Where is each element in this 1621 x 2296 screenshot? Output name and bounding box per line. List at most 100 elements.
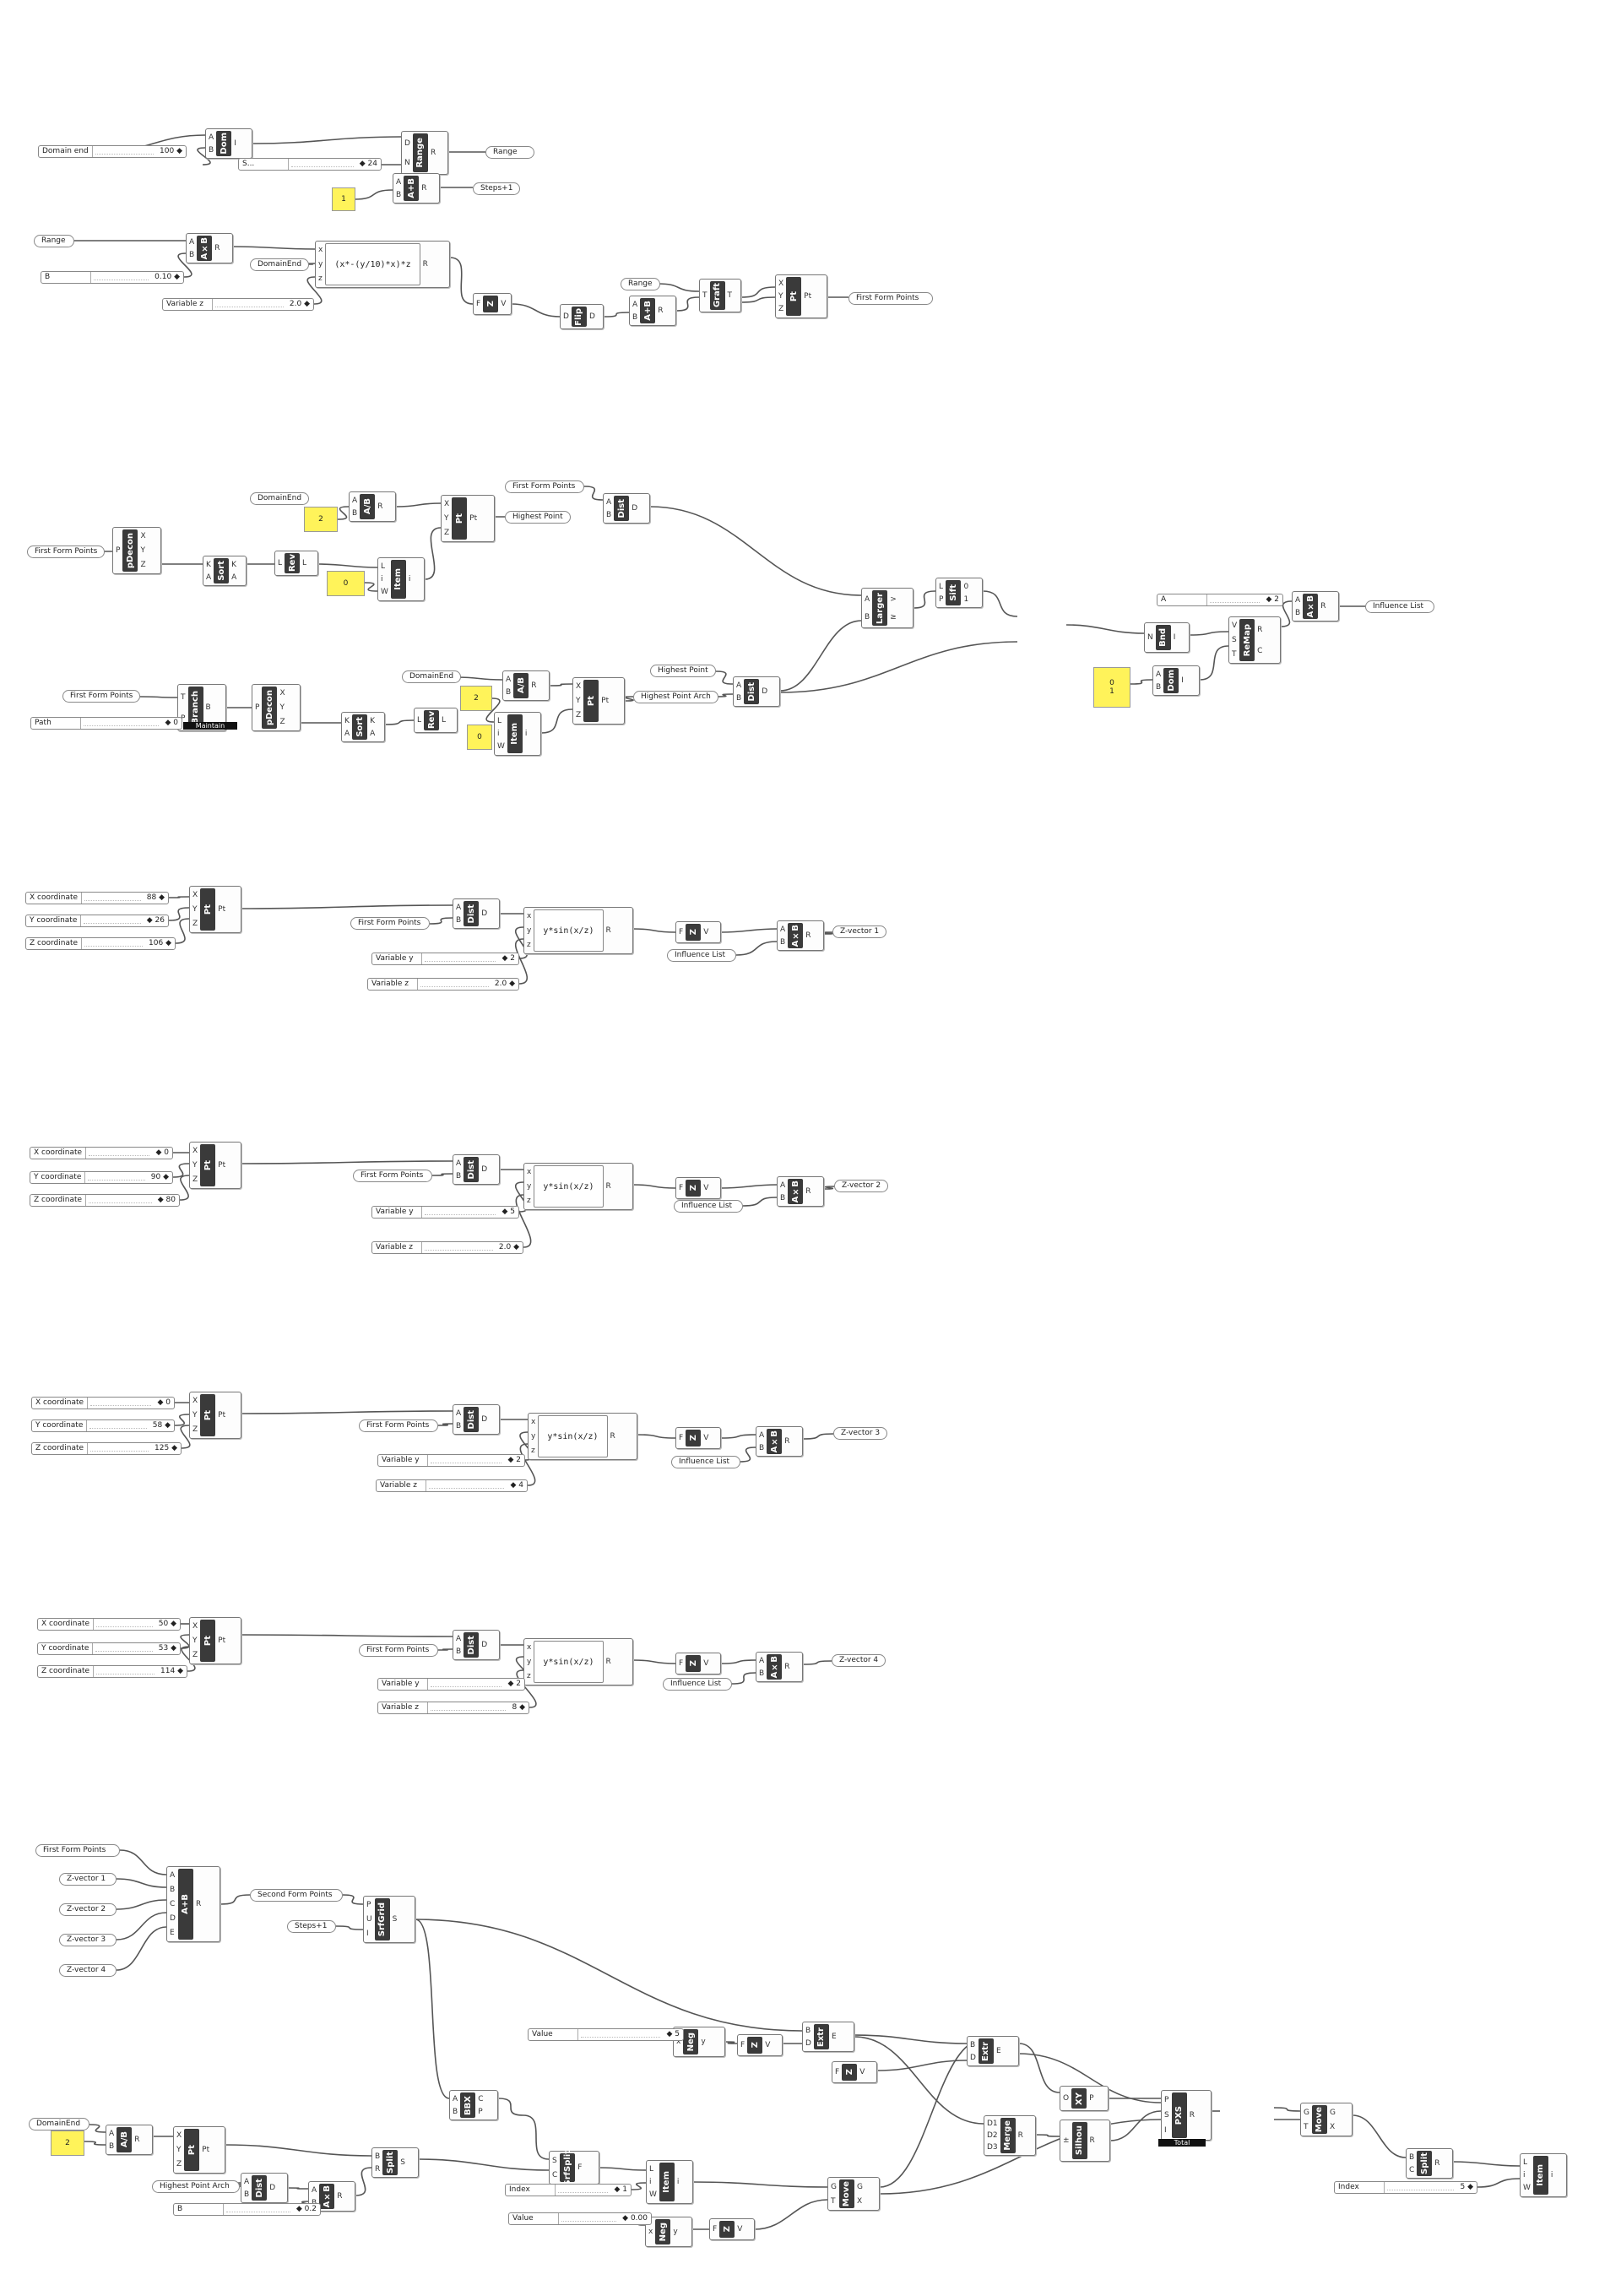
output-pin[interactable]: R [1017, 2131, 1023, 2140]
input-pin[interactable]: Y [192, 1636, 198, 1645]
number-slider-s_y1[interactable]: Y coordinate◆ 26 [25, 915, 169, 927]
input-pin[interactable]: D [563, 312, 569, 321]
number-slider-s_x2[interactable]: X coordinate◆ 0 [30, 1147, 173, 1159]
input-pin[interactable]: D2 [987, 2131, 998, 2140]
slider-track[interactable] [89, 1420, 147, 1429]
param-p_zv1[interactable]: Z-vector 1 [832, 925, 887, 938]
input-pin[interactable]: y [527, 1657, 532, 1666]
input-pin[interactable]: A [780, 1181, 786, 1190]
output-pin[interactable]: C [478, 2094, 484, 2103]
slider-track[interactable] [90, 1443, 149, 1452]
input-pin[interactable]: y [318, 259, 323, 269]
output-pin[interactable]: X [1329, 2122, 1336, 2131]
output-pin[interactable]: Y [140, 546, 145, 555]
input-pin[interactable]: B [109, 2141, 115, 2151]
slider-track[interactable] [561, 2213, 617, 2222]
input-pin[interactable]: y [527, 1181, 532, 1191]
output-pin[interactable]: S [400, 2158, 405, 2167]
param-p_zvin2[interactable]: Z-vector 2 [59, 1903, 117, 1916]
input-pin[interactable]: Z [192, 1425, 198, 1434]
param-p_second[interactable]: Second Form Points [250, 1889, 343, 1902]
input-pin[interactable]: A [456, 903, 462, 912]
output-pin[interactable]: R [610, 1432, 615, 1441]
output-pin[interactable]: ≥ [890, 612, 897, 621]
input-pin[interactable]: A [456, 1159, 462, 1168]
input-pin[interactable]: i [381, 574, 383, 583]
slider-track[interactable] [94, 272, 149, 280]
output-pin[interactable]: D [481, 1641, 488, 1649]
output-pin[interactable]: R [421, 184, 427, 193]
param-p_zvin3[interactable]: Z-vector 3 [59, 1934, 117, 1946]
input-pin[interactable]: i [1523, 2170, 1526, 2179]
output-pin[interactable]: R [422, 260, 428, 269]
input-pin[interactable]: A [312, 2185, 317, 2195]
input-pin[interactable]: P [116, 546, 121, 555]
input-pin[interactable]: Z [192, 1650, 198, 1659]
input-pin[interactable]: I [366, 1929, 369, 1938]
input-pin[interactable]: Z [444, 528, 450, 537]
param-p_influence_out[interactable]: Influence List [1365, 600, 1434, 613]
input-pin[interactable]: G [831, 2182, 837, 2191]
param-p_range_out[interactable]: Range [485, 146, 534, 159]
param-p_range2[interactable]: Range [621, 278, 660, 290]
param-p_range_in[interactable]: Range [34, 235, 74, 247]
input-pin[interactable]: F [713, 2225, 718, 2234]
input-pin[interactable]: B [352, 508, 358, 518]
yellow-panel[interactable]: 0 [327, 571, 365, 596]
param-p_highest2[interactable]: Highest Point [650, 665, 716, 677]
input-pin[interactable]: N [1147, 633, 1153, 642]
slider-track[interactable] [84, 915, 141, 924]
output-pin[interactable]: R [531, 681, 537, 690]
input-pin[interactable]: X [444, 500, 450, 509]
input-pin[interactable]: L [417, 716, 422, 725]
output-pin[interactable]: i [524, 730, 528, 738]
output-pin[interactable]: R [605, 926, 611, 935]
param-p_ffp3[interactable]: First Form Points [62, 690, 141, 703]
input-pin[interactable]: B [1409, 2152, 1415, 2162]
output-pin[interactable]: Pt [469, 514, 478, 523]
output-pin[interactable]: 0 [963, 582, 969, 591]
input-pin[interactable]: A [206, 573, 212, 582]
input-pin[interactable]: A [865, 594, 870, 604]
input-pin[interactable]: F [679, 928, 684, 936]
output-pin[interactable]: L [302, 559, 307, 567]
output-pin[interactable]: I [234, 139, 236, 148]
input-pin[interactable]: z [527, 940, 531, 949]
output-pin[interactable]: i [676, 2178, 680, 2186]
param-p_zv4[interactable]: Z-vector 4 [832, 1654, 886, 1667]
output-pin[interactable]: y [701, 2038, 706, 2046]
input-pin[interactable]: B [1295, 608, 1301, 617]
input-pin[interactable]: I [1164, 2126, 1167, 2135]
output-pin[interactable]: Pt [218, 905, 226, 914]
input-pin[interactable]: U [366, 1914, 372, 1924]
input-pin[interactable]: x [676, 2038, 681, 2046]
number-slider-s_value1[interactable]: Value◆ 5 [528, 2028, 684, 2041]
output-pin[interactable]: R [337, 2192, 343, 2201]
input-pin[interactable]: x [318, 246, 323, 255]
input-pin[interactable]: A [456, 1409, 462, 1418]
input-pin[interactable]: Y [444, 513, 449, 523]
slider-track[interactable] [431, 1679, 502, 1687]
slider-track[interactable] [558, 2185, 609, 2193]
output-pin[interactable]: V [765, 2041, 771, 2049]
output-pin[interactable]: Pt [218, 1161, 226, 1170]
yellow-panel[interactable]: 0 [467, 725, 492, 750]
output-pin[interactable]: V [703, 1659, 709, 1668]
